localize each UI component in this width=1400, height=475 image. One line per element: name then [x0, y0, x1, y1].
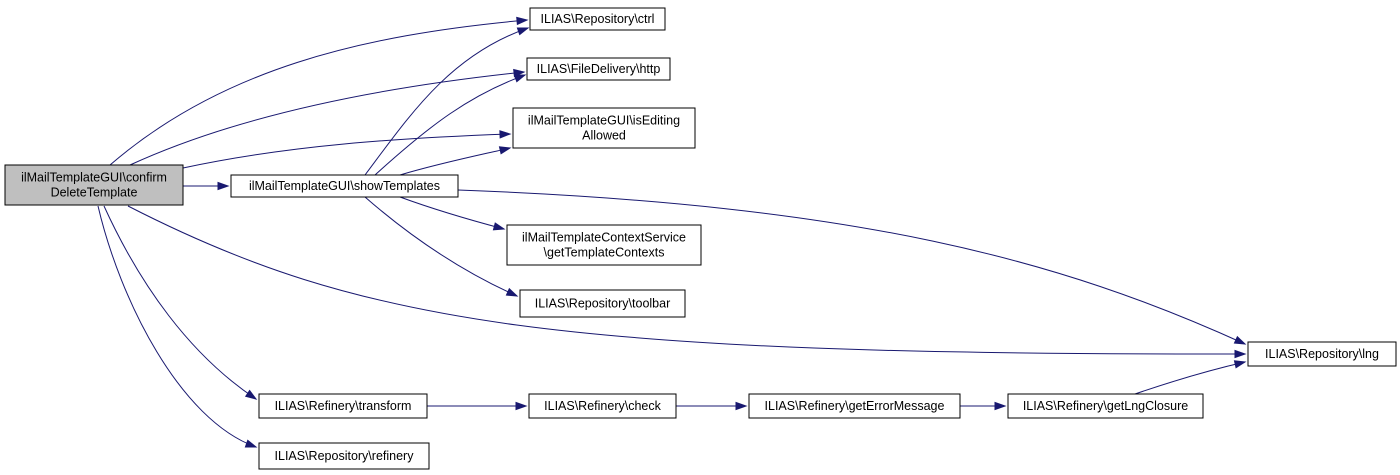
node-box [529, 7, 666, 31]
node-box [1247, 341, 1397, 367]
edge-line [364, 27, 529, 176]
edge-line [182, 133, 511, 169]
node-label: ilMailTemplateGUI\confirm [21, 171, 167, 185]
node-box [4, 164, 184, 206]
edge-showTemplates-to-http [374, 74, 527, 176]
node-label: DeleteTemplate [51, 186, 138, 200]
node-box [526, 57, 671, 81]
edge-getLngClosure-to-lng [1134, 360, 1247, 395]
node-refinery[interactable]: ILIAS\Repository\refinery [258, 442, 430, 470]
edge-getErrorMessage-to-getLngClosure [960, 401, 1007, 411]
edge-showTemplates-to-getTemplateContexts [399, 196, 506, 231]
arrowhead-icon [499, 130, 512, 139]
node-label: ILIAS\Refinery\check [544, 399, 661, 413]
arrowhead-icon [994, 401, 1007, 411]
arrowhead-icon [516, 27, 530, 36]
arrowhead-icon [513, 74, 527, 83]
arrowhead-icon [244, 439, 258, 448]
arrowhead-icon [498, 146, 512, 155]
node-getErrorMessage[interactable]: ILIAS\Refinery\getErrorMessage [748, 393, 961, 419]
edge-root-to-ctrl [109, 16, 529, 166]
edge-line [457, 189, 1246, 345]
edge-showTemplates-to-ctrl [364, 27, 530, 176]
node-box [519, 289, 686, 318]
edge-line [399, 147, 511, 176]
node-box [512, 107, 696, 149]
arrowhead-icon [735, 401, 748, 411]
node-label: ILIAS\Repository\ctrl [541, 12, 655, 26]
node-label: ILIAS\Refinery\transform [275, 399, 412, 413]
edge-root-to-http [129, 68, 526, 166]
node-getLngClosure[interactable]: ILIAS\Refinery\getLngClosure [1007, 393, 1204, 419]
arrowhead-icon [1233, 335, 1247, 345]
node-box [1007, 393, 1204, 419]
arrowhead-icon [492, 222, 506, 231]
edge-showTemplates-to-lng [457, 189, 1247, 345]
node-http[interactable]: ILIAS\FileDelivery\http [526, 57, 671, 81]
arrowhead-icon [505, 287, 519, 297]
edge-check-to-getErrorMessage [676, 401, 748, 411]
edge-root-to-lng [127, 205, 1247, 359]
edge-line [374, 74, 526, 176]
node-label: ILIAS\Refinery\getLngClosure [1023, 399, 1188, 413]
node-box [230, 174, 459, 198]
node-getTemplateContexts[interactable]: ilMailTemplateContextService\getTemplate… [506, 224, 702, 266]
arrowhead-icon [1234, 349, 1247, 359]
node-label: ilMailTemplateGUI\showTemplates [249, 179, 440, 193]
node-check[interactable]: ILIAS\Refinery\check [528, 393, 677, 419]
node-label: ILIAS\Repository\toolbar [535, 297, 671, 311]
node-box [258, 393, 428, 419]
arrowhead-icon [1233, 360, 1247, 369]
node-label: \getTemplateContexts [544, 246, 665, 260]
node-showTemplates[interactable]: ilMailTemplateGUI\showTemplates [230, 174, 459, 198]
node-box [258, 442, 430, 470]
node-label: ILIAS\Repository\refinery [275, 449, 415, 463]
node-label: ilMailTemplateGUI\isEditing [528, 114, 680, 128]
arrowhead-icon [515, 401, 528, 411]
node-box [528, 393, 677, 419]
edge-line [1134, 361, 1246, 395]
edge-root-to-isEditing [182, 130, 512, 169]
node-lng[interactable]: ILIAS\Repository\lng [1247, 341, 1397, 367]
arrowhead-icon [217, 181, 230, 191]
arrowhead-icon [516, 16, 529, 26]
edges [97, 16, 1247, 448]
nodes: ilMailTemplateGUI\confirmDeleteTemplateI… [4, 7, 1397, 470]
node-label: ILIAS\FileDelivery\http [537, 62, 661, 76]
edge-line [97, 205, 257, 448]
edge-line [109, 19, 528, 166]
node-label: ILIAS\Refinery\getErrorMessage [765, 399, 945, 413]
node-label: ilMailTemplateContextService [522, 231, 686, 245]
node-box [506, 224, 702, 266]
node-toolbar[interactable]: ILIAS\Repository\toolbar [519, 289, 686, 318]
edge-transform-to-check [427, 401, 528, 411]
node-label: Allowed [582, 129, 626, 143]
edge-line [364, 196, 518, 297]
edge-line [103, 205, 257, 400]
edge-showTemplates-to-toolbar [364, 196, 519, 297]
edge-line [129, 71, 525, 166]
edge-showTemplates-to-isEditing [399, 146, 512, 176]
edge-root-to-transform [103, 205, 258, 400]
node-transform[interactable]: ILIAS\Refinery\transform [258, 393, 428, 419]
node-ctrl[interactable]: ILIAS\Repository\ctrl [529, 7, 666, 31]
edge-line [399, 196, 505, 230]
edge-root-to-showTemplates [183, 181, 230, 191]
node-box [748, 393, 961, 419]
arrowhead-icon [244, 389, 258, 400]
edge-line [127, 205, 1246, 355]
edge-root-to-refinery [97, 205, 258, 448]
node-label: ILIAS\Repository\lng [1265, 347, 1379, 361]
